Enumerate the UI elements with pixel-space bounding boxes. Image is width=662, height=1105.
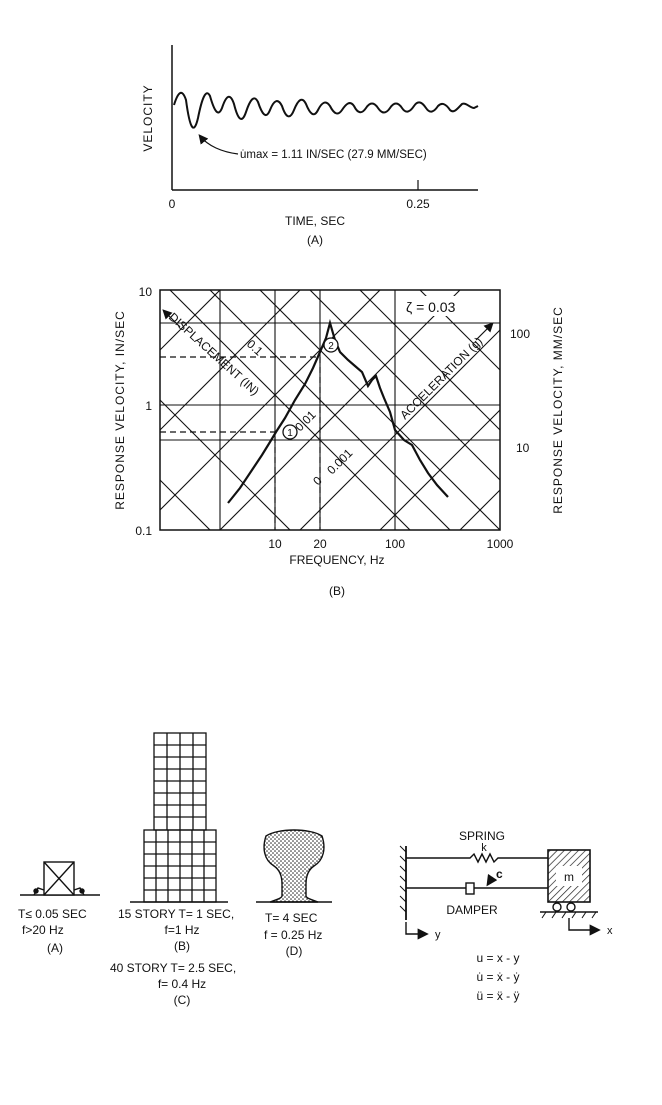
sdof-k-label: k <box>481 842 487 854</box>
sdof-equation-2: u̇ = ẋ - ẏ <box>476 970 519 984</box>
fig-a-annotation: u̇max = 1.11 IN/SEC (27.9 MM/SEC) <box>240 149 427 161</box>
fig-b-point-1: 1 <box>282 424 298 440</box>
fig-b-point-2: 2 <box>323 337 339 353</box>
sdof-c-label: c <box>496 867 503 881</box>
sdof-roller-2 <box>566 902 576 912</box>
structure-d-caption: (D) <box>286 944 303 958</box>
fig-b-ylabel-right: RESPONSE VELOCITY, MM/SEC <box>551 306 565 514</box>
structure-d-frequency: f = 0.25 Hz <box>264 928 322 942</box>
structure-bc-buildings <box>130 732 228 903</box>
fig-b-ytick-left-0.1: 0.1 <box>135 524 152 538</box>
svg-text:1: 1 <box>287 428 293 439</box>
fig-b-acceleration-arrow <box>475 322 494 341</box>
fig-b-damping-bg <box>402 296 468 316</box>
sdof-roller-1 <box>552 902 562 912</box>
structures-group: T≤ 0.05 SEC f>20 Hz (A) 15 STORY T= 1 SE… <box>18 732 332 1007</box>
fig-b-xtick-1000: 1000 <box>487 537 514 551</box>
fig-b-response-curve <box>227 318 449 504</box>
fig-a-caption: (A) <box>307 233 323 247</box>
fig-b-response-spectrum: 1 2 DISPLACEMENT (IN) ACCELERATION (g) ζ… <box>113 285 565 598</box>
structure-b-frequency: f=1 Hz <box>164 923 199 937</box>
sdof-damper <box>465 882 475 895</box>
structure-c-caption: (C) <box>174 993 191 1007</box>
sdof-damper-label: DAMPER <box>446 903 498 917</box>
sdof-spring <box>406 852 548 864</box>
structure-a-period: T≤ 0.05 SEC <box>18 907 87 921</box>
sdof-equation-3: ü = ẍ - ÿ <box>476 989 519 1003</box>
fig-b-disp-value-0.001: 0.001 <box>324 446 355 477</box>
fig-b-xtick-10: 10 <box>268 537 282 551</box>
structure-c-period: 40 STORY T= 2.5 SEC, <box>110 961 236 975</box>
fig-b-ylabel-left: RESPONSE VELOCITY, IN/SEC <box>113 310 127 510</box>
structure-c-frequency: f= 0.4 Hz <box>158 977 206 991</box>
structure-a-rigid-box <box>20 861 100 896</box>
fig-b-xlabel: FREQUENCY, Hz <box>289 553 384 567</box>
sdof-wall-hatch <box>399 845 407 913</box>
sdof-y-label: y <box>435 929 441 941</box>
fig-b-xtick-20: 20 <box>313 537 327 551</box>
fig-b-dashed-ref-1 <box>160 431 276 530</box>
sdof-spring-label: SPRING <box>459 829 505 843</box>
fig-b-disp-value-0.1: 0.1 <box>244 337 266 359</box>
fig-b-disp-value-0: 0 <box>310 473 325 488</box>
sdof-y-arrow <box>405 922 429 940</box>
fig-b-ytick-right-100: 100 <box>510 327 530 341</box>
fig-b-displacement-arrow <box>162 309 181 328</box>
structure-b-caption: (B) <box>174 939 190 953</box>
fig-b-dashed-ref-2 <box>160 356 321 530</box>
sdof-x-label: x <box>607 925 613 937</box>
fig-b-ytick-right-10: 10 <box>516 441 530 455</box>
fig-b-caption: (B) <box>329 584 345 598</box>
structure-d-period: T= 4 SEC <box>265 911 318 925</box>
fig-b-xtick-100: 100 <box>385 537 405 551</box>
sdof-x-arrow <box>568 918 601 936</box>
svg-text:2: 2 <box>328 341 334 352</box>
sdof-mass-label: m <box>564 870 574 884</box>
fig-a-annotation-arrow <box>198 134 239 155</box>
fig-a-tick-label-0: 0 <box>169 197 176 211</box>
fig-b-damping-label: ζ = 0.03 <box>406 299 456 315</box>
structure-b-period: 15 STORY T= 1 SEC, <box>118 907 234 921</box>
fig-a-tick-label-025: 0.25 <box>406 197 430 211</box>
fig-b-ytick-left-10: 10 <box>139 285 153 299</box>
fig-a-ylabel: VELOCITY <box>141 84 155 151</box>
fig-a-velocity-history: VELOCITY u̇max = 1.11 IN/SEC (27.9 MM/SE… <box>141 45 479 247</box>
structure-d-water-tower <box>256 829 332 903</box>
fig-a-velocity-trace <box>173 91 479 129</box>
fig-a-xlabel: TIME, SEC <box>285 214 345 228</box>
sdof-equation-1: u = x - y <box>476 951 519 965</box>
structure-a-caption: (A) <box>47 941 63 955</box>
structure-a-frequency: f>20 Hz <box>22 923 64 937</box>
fig-b-ytick-left-1: 1 <box>145 399 152 413</box>
sdof-model <box>399 845 601 940</box>
fig-b-acceleration-label: ACCELERATION (g) <box>397 334 485 422</box>
